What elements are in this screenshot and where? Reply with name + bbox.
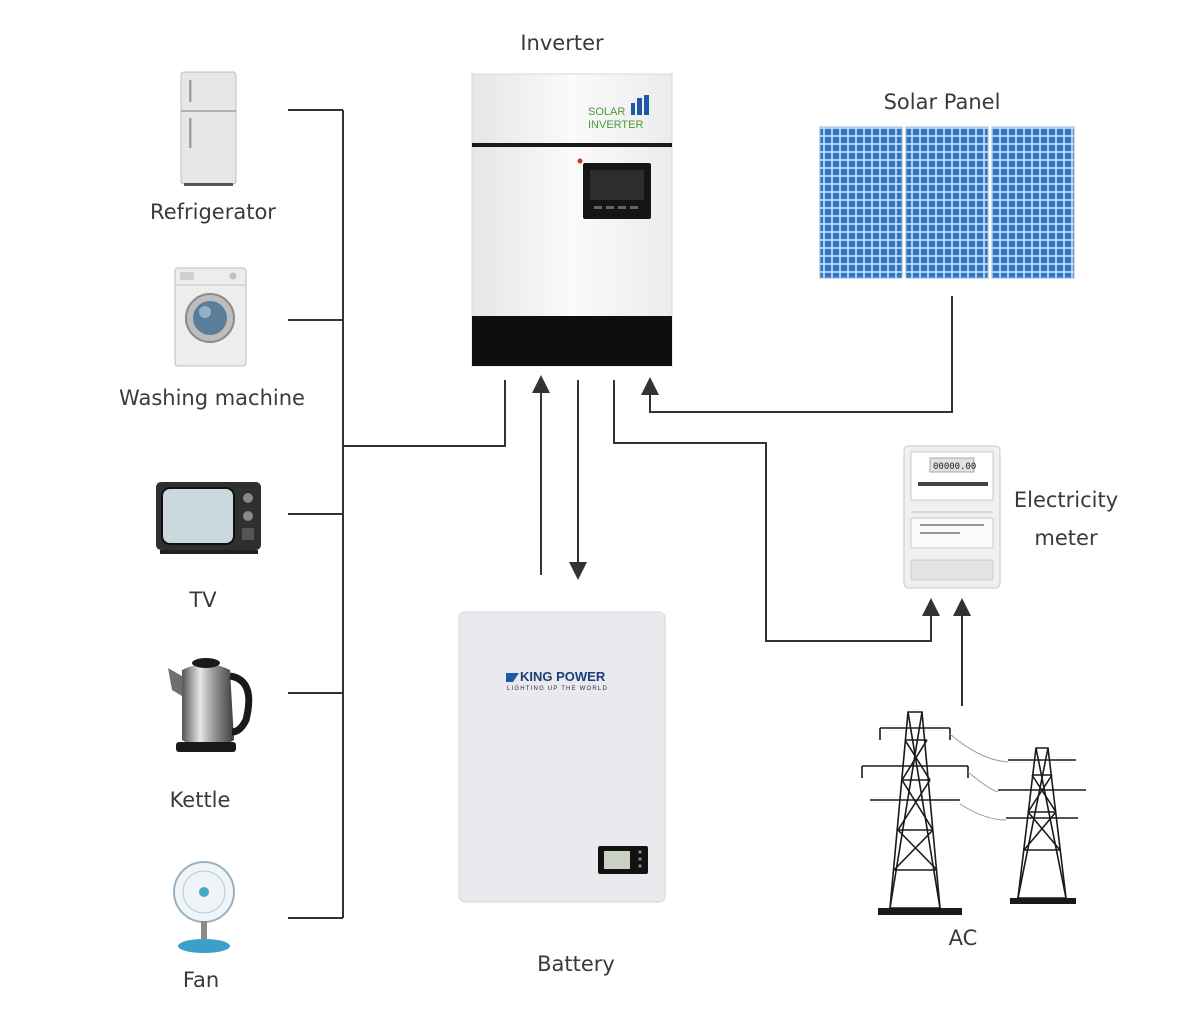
inverter-logo-icon <box>631 95 649 115</box>
tv-label: TV <box>189 588 217 612</box>
inverter-device: SOLAR INVERTER <box>471 73 673 367</box>
tv-icon <box>156 482 261 554</box>
washing-machine-label: Washing machine <box>119 386 305 410</box>
fan-icon <box>173 861 235 953</box>
appliance-wiring <box>288 109 506 919</box>
solar-panel-icon <box>819 126 1075 279</box>
kettle-label: Kettle <box>169 788 231 812</box>
inverter-brand-line1: SOLAR <box>588 106 625 118</box>
electricity-meter-label-line2: meter <box>1034 526 1098 550</box>
meter-display: 00000.00 <box>933 462 976 472</box>
king-power-logo-icon <box>506 673 519 682</box>
kettle-icon <box>168 658 253 752</box>
power-lines <box>949 733 1009 821</box>
electricity-meter-icon: 00000.00 <box>903 445 1001 589</box>
battery-tagline: LIGHTING UP THE WORLD <box>507 686 608 692</box>
electricity-meter-label-line1: Electricity <box>1013 488 1119 512</box>
tower-right <box>998 747 1086 899</box>
inverter-brand-line2: INVERTER <box>588 119 643 131</box>
battery-label: Battery <box>537 952 615 976</box>
washing-machine-icon <box>174 267 247 367</box>
refrigerator-icon <box>180 71 237 186</box>
fan-label: Fan <box>182 968 220 992</box>
inverter-label: Inverter <box>520 31 604 55</box>
grid-connection <box>613 380 971 706</box>
ac-label: AC <box>948 926 978 950</box>
battery-brand: KING POWER <box>520 669 606 684</box>
power-tower-icon <box>861 711 1086 915</box>
solar-panel-label: Solar Panel <box>883 90 1001 114</box>
battery-connection <box>532 375 587 580</box>
battery-device: KING POWER LIGHTING UP THE WORLD <box>458 611 666 903</box>
tower-left <box>861 711 969 909</box>
solar-connection <box>641 296 953 413</box>
refrigerator-label: Refrigerator <box>150 200 276 224</box>
